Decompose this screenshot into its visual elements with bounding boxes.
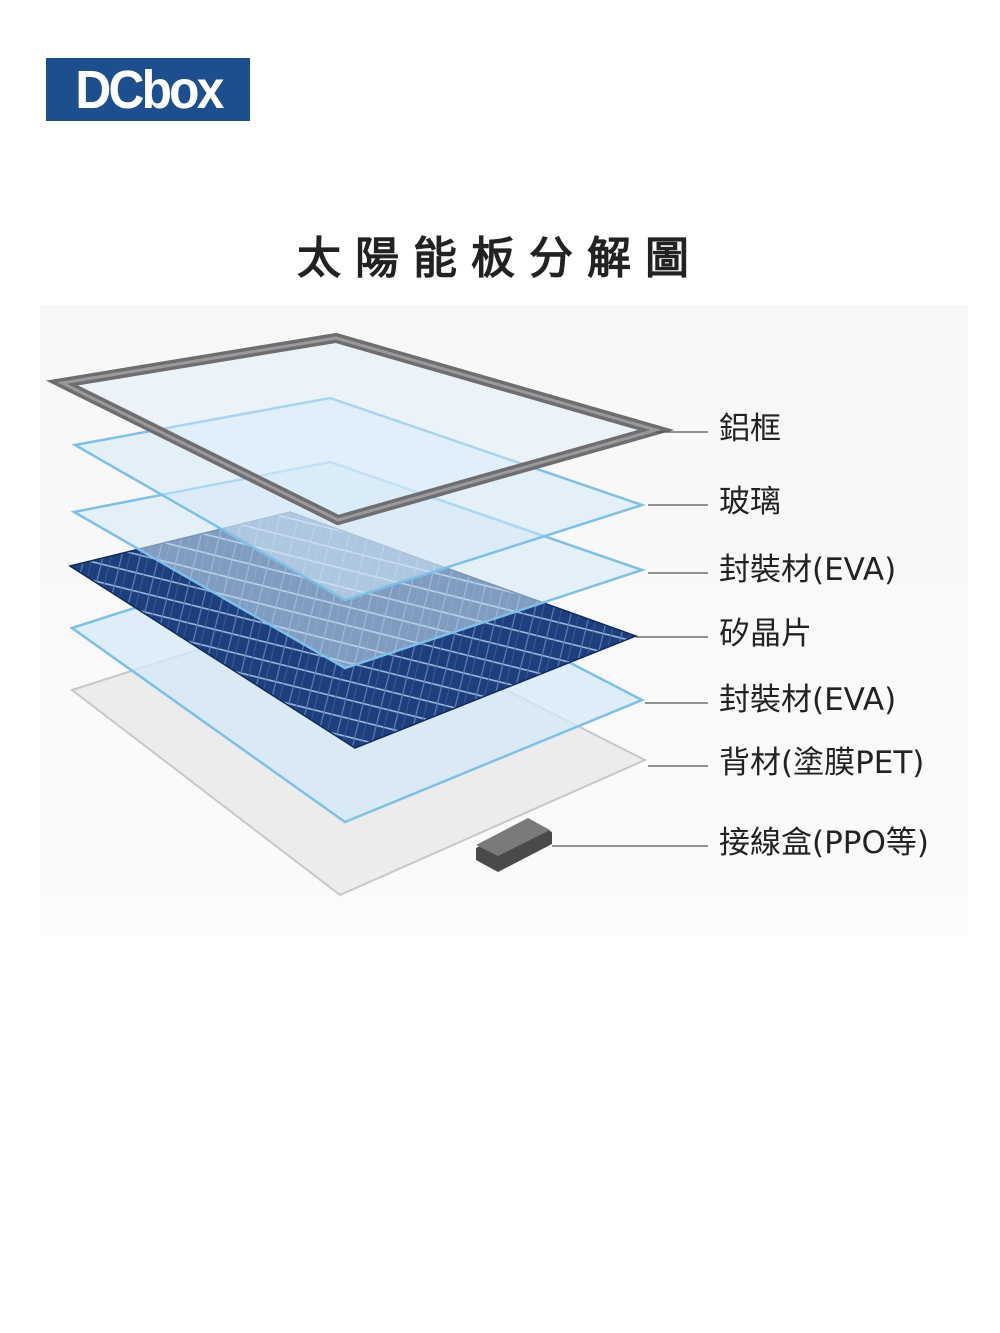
label-eva-upper: 封裝材(EVA)	[719, 552, 897, 588]
logo-text: DCbox	[74, 59, 224, 120]
aluminum-frame	[45, 332, 675, 526]
label-backsheet: 背材(塗膜PET)	[719, 745, 925, 781]
junction-box	[476, 818, 552, 872]
label-glass: 玻璃	[719, 484, 781, 520]
dcbox-logo: DCbox	[46, 58, 250, 121]
glass-layer	[71, 396, 646, 602]
diagram-title: 太陽能板分解圖	[297, 233, 703, 284]
label-junction-box: 接線盒(PPO等)	[719, 825, 929, 861]
label-eva-lower: 封裝材(EVA)	[719, 682, 897, 718]
leader-lines	[552, 431, 708, 847]
label-aluminum-frame: 鋁框	[719, 411, 781, 447]
label-silicon-cells: 矽晶片	[719, 616, 812, 652]
